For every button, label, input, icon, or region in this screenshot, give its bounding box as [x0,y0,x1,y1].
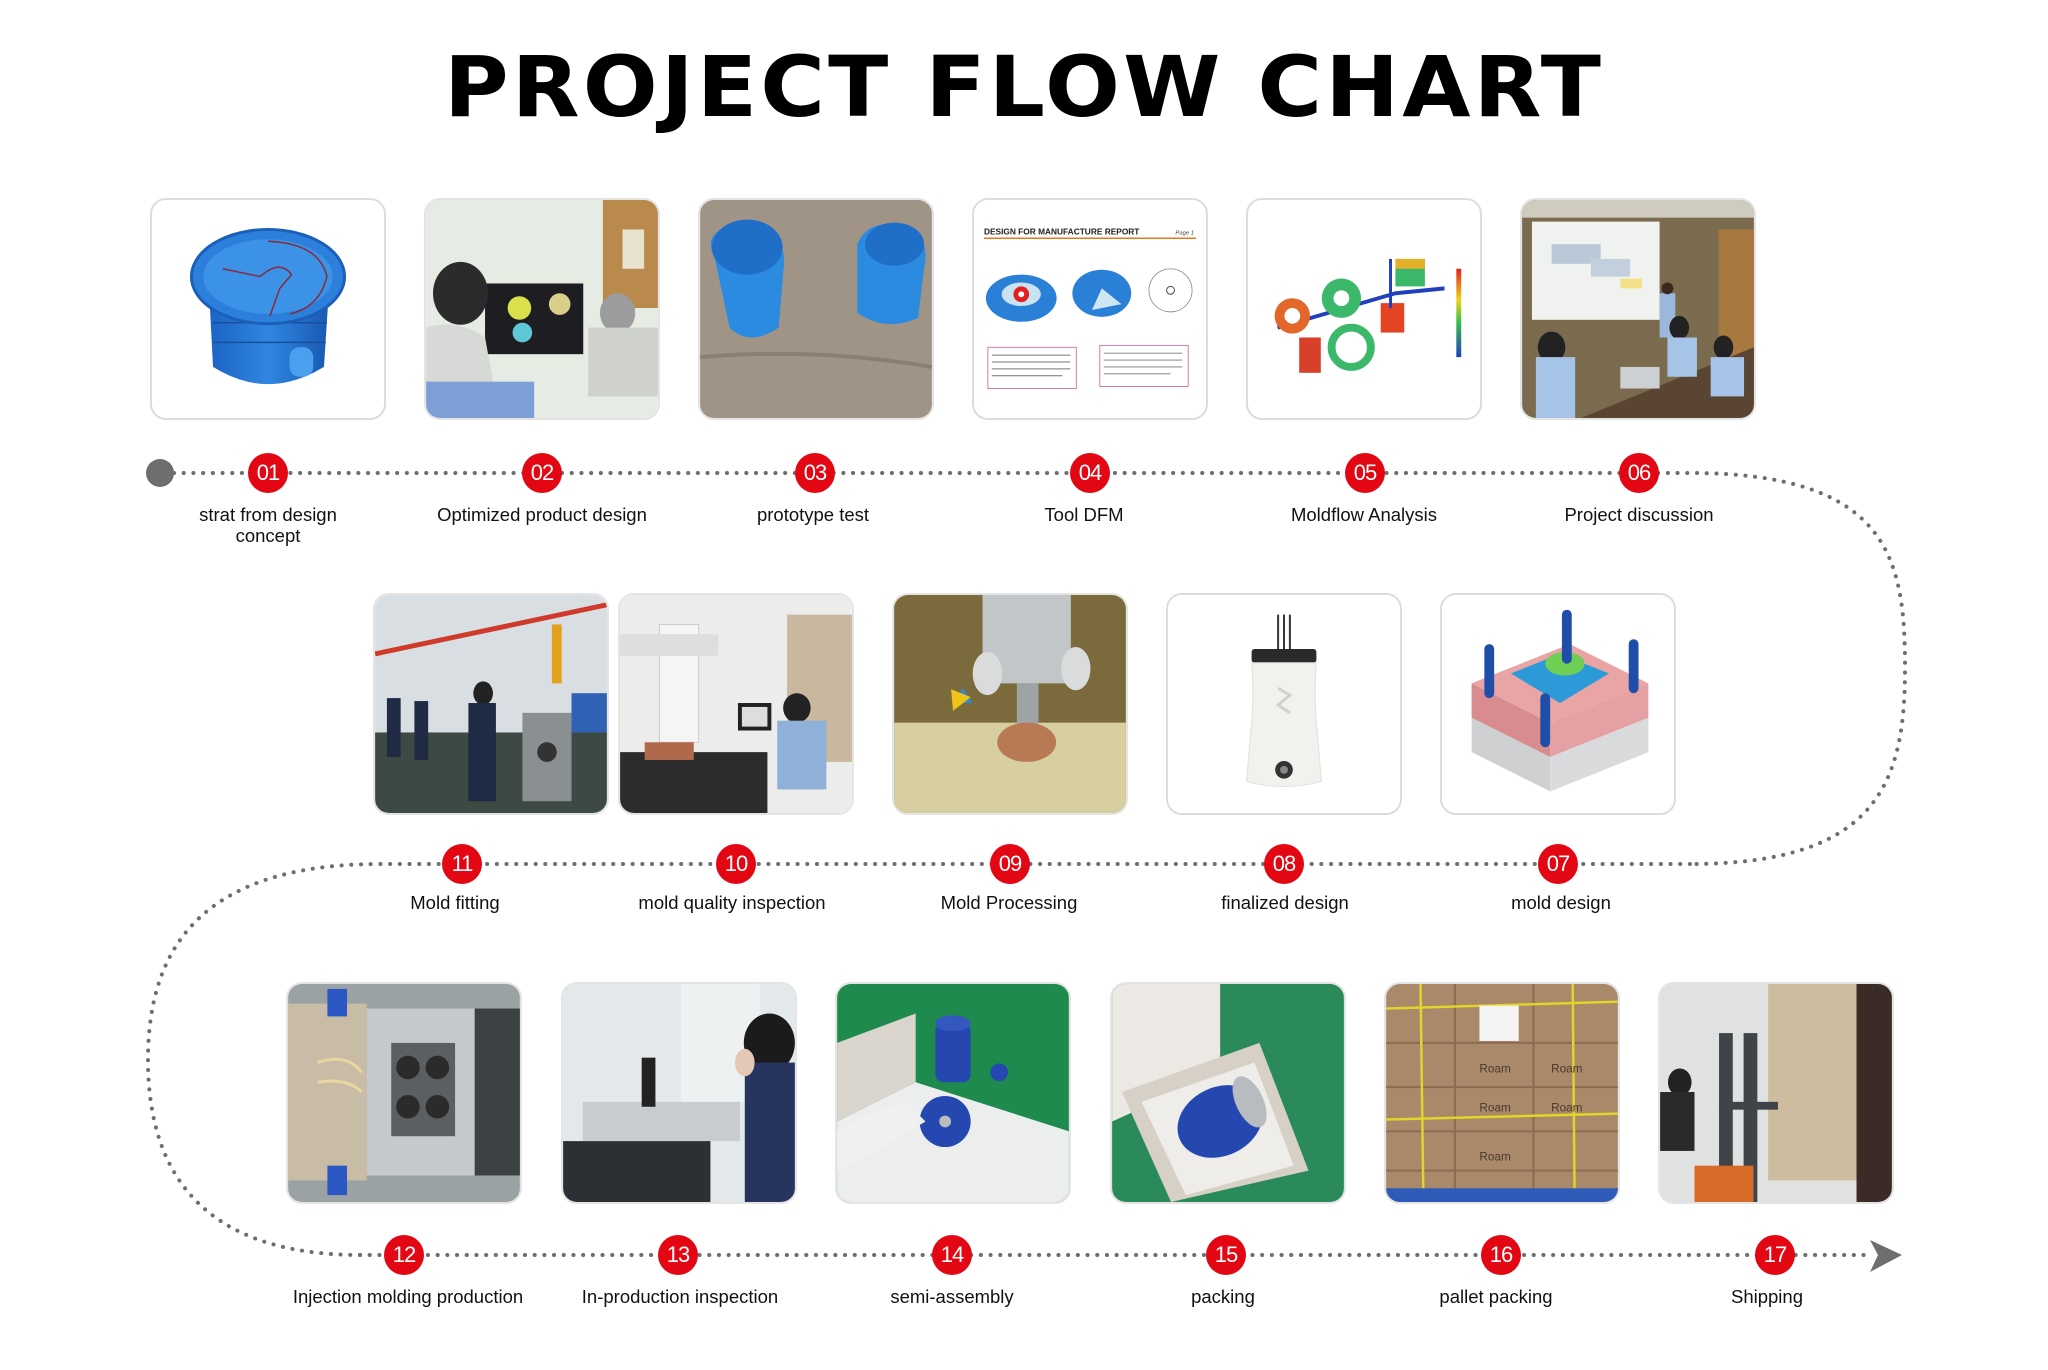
step-05-marker: 05 [1345,453,1385,493]
step-12-marker: 12 [384,1235,424,1275]
step-07-marker: 07 [1538,844,1578,884]
step-01-marker: 01 [248,453,288,493]
step-08-label: finalized design [1221,892,1349,913]
row2-path [145,862,1692,1257]
step-09-label: Mold Processing [940,892,1078,913]
row1-path [172,471,1908,866]
step-01-label: strat from design concept [138,504,398,546]
step-11-marker: 11 [442,844,482,884]
step-01-label-line-2: concept [235,525,301,546]
step-16-marker: 16 [1481,1235,1521,1275]
dfm-report-illustration: DESIGN FOR MANUFACTURE REPORT Page 1 [974,200,1206,418]
carton-brand-4: Roam [1551,1102,1583,1115]
step-03-label: prototype test [756,504,870,525]
mold-design-illustration [1442,595,1674,813]
step-04-image: DESIGN FOR MANUFACTURE REPORT Page 1 [972,198,1208,420]
step-17-label: Shipping [1730,1286,1803,1307]
dfm-heading: DESIGN FOR MANUFACTURE REPORT [984,226,1139,236]
packing-photo [1112,984,1344,1202]
step-15-marker: 15 [1206,1235,1246,1275]
step-15-label: packing [1191,1286,1255,1307]
step-13-marker: 13 [658,1235,698,1275]
step-12-label: Injection molding production [292,1286,524,1307]
step-16-image: Roam Roam Roam Roam Roam [1384,982,1620,1204]
step-03-marker: 03 [795,453,835,493]
step-10-label: mold quality inspection [638,892,826,913]
prototype-photo [700,200,932,418]
step-06-label: Project discussion [1564,504,1714,525]
step-03-image [698,198,934,420]
start-dot [146,459,174,487]
finalized-product-illustration [1168,595,1400,813]
step-15-image [1110,982,1346,1204]
carton-brand-5: Roam [1479,1151,1511,1164]
step-06-image [1520,198,1756,420]
mold-fitting-photo [375,595,607,813]
page-title: PROJECT FLOW CHART [443,38,1605,136]
step-10-marker: 10 [716,844,756,884]
step-02-image [424,198,660,420]
step-11-image [373,593,609,815]
step-07-image [1440,593,1676,815]
step-17-marker: 17 [1755,1235,1795,1275]
step-09-image [892,593,1128,815]
dfm-page: Page 1 [1175,230,1194,236]
cmm-inspection-photo [620,595,852,813]
step-17-image [1658,982,1894,1204]
end-arrow-icon [1870,1240,1902,1272]
step-12-image [286,982,522,1204]
step-08-marker: 08 [1264,844,1304,884]
cnc-machining-photo [894,595,1126,813]
step-16-label: pallet packing [1439,1286,1553,1307]
pallet-packing-photo: Roam Roam Roam Roam Roam [1386,984,1618,1202]
step-02-marker: 02 [522,453,562,493]
shipping-photo [1660,984,1892,1202]
step-14-marker: 14 [932,1235,972,1275]
step-13-label: In-production inspection [581,1286,779,1307]
step-14-image [835,982,1071,1204]
step-09-marker: 09 [990,844,1030,884]
step-05-label: Moldflow Analysis [1290,504,1437,525]
step-05-image [1246,198,1482,420]
step-06-marker: 06 [1619,453,1659,493]
step-07-label: mold design [1511,892,1611,913]
carton-brand-3: Roam [1479,1102,1511,1115]
step-01-label-line-1: strat from design [199,504,337,525]
step-02-label: Optimized product design [437,504,647,525]
step-10-image [618,593,854,815]
step-11-label: Mold fitting [410,892,500,913]
step-01-image [150,198,386,420]
meeting-photo [1522,200,1754,418]
inspection-photo [563,984,795,1202]
step-14-label: semi-assembly [890,1286,1014,1307]
step-04-label: Tool DFM [1044,504,1124,525]
cad-cylinder-illustration [189,227,347,385]
semi-assembly-photo [837,984,1069,1202]
engineers-photo [426,200,658,418]
carton-brand-1: Roam [1479,1062,1511,1075]
injection-molding-photo [288,984,520,1202]
step-08-image [1166,593,1402,815]
moldflow-illustration [1274,258,1462,373]
carton-brand-2: Roam [1551,1062,1583,1075]
step-13-image [561,982,797,1204]
step-04-marker: 04 [1070,453,1110,493]
